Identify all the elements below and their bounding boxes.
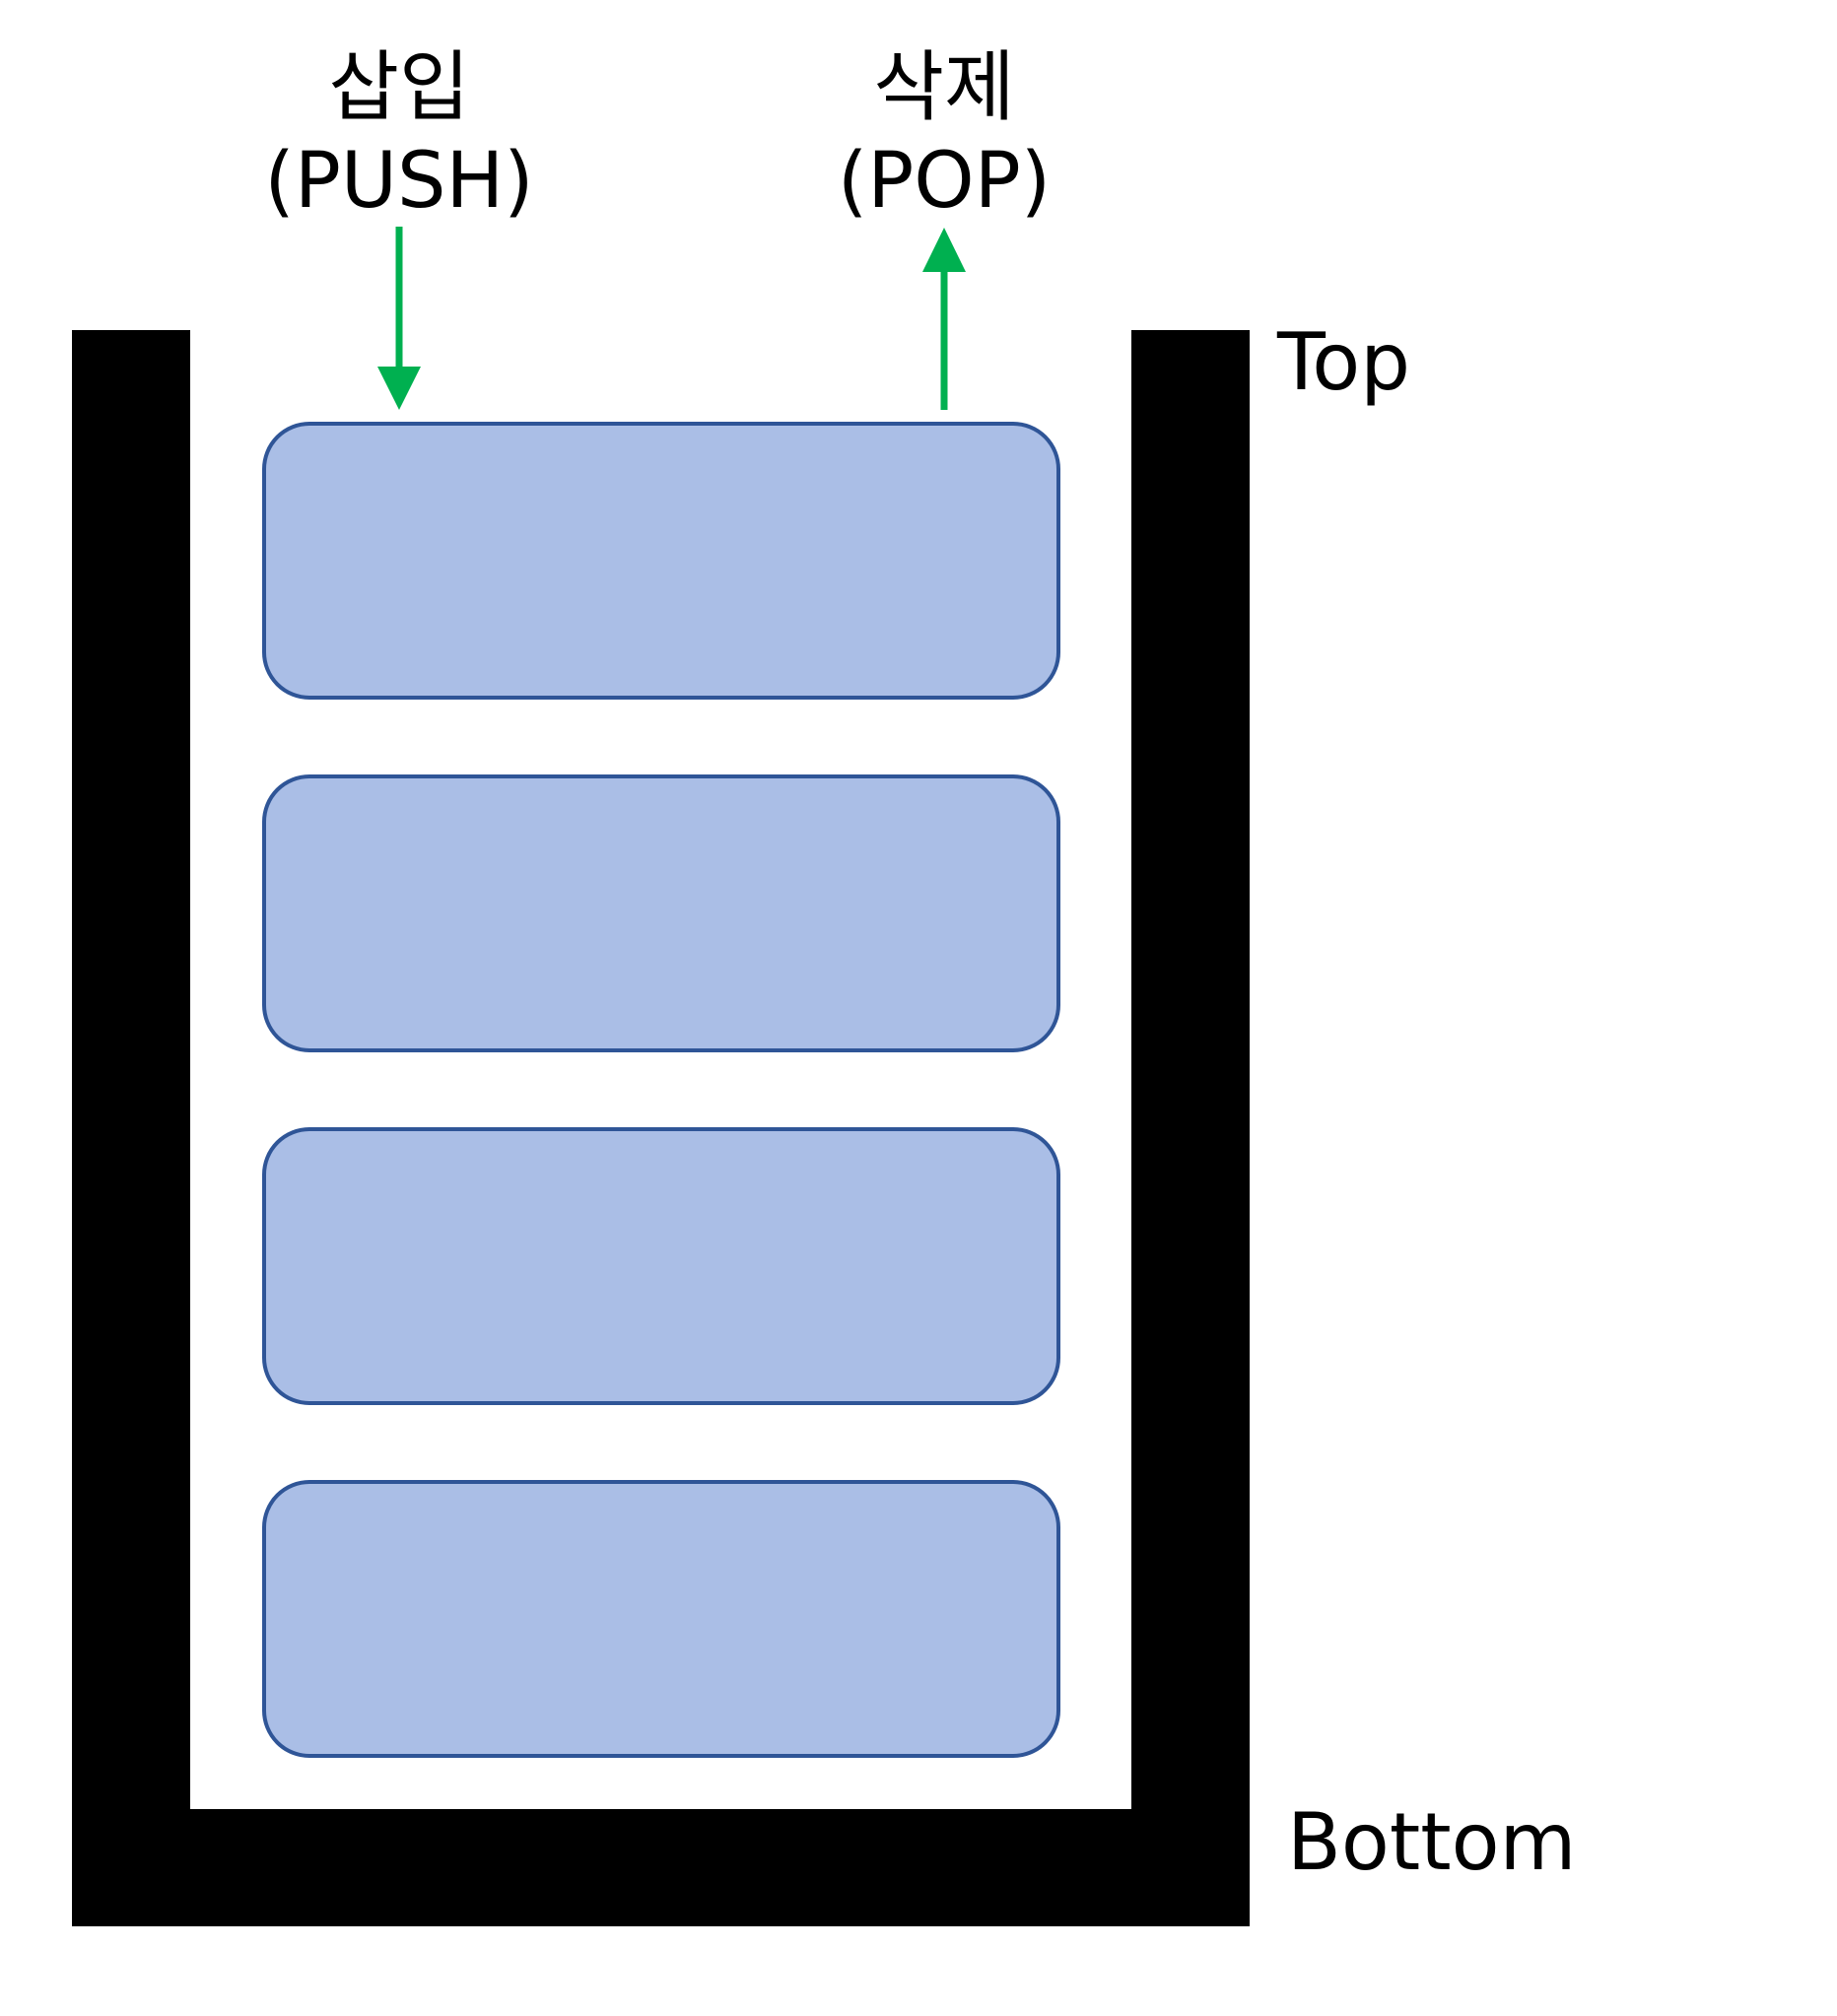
- container-right-wall: [1131, 330, 1250, 1926]
- push-label-english: (PUSH): [264, 137, 534, 226]
- top-marker-label: Top: [1277, 316, 1410, 408]
- stack-items: [262, 422, 1060, 1758]
- push-label: 삽입 (PUSH): [222, 41, 577, 229]
- pop-label-korean: 삭제: [873, 43, 1015, 132]
- stack-item-3: [262, 1127, 1060, 1405]
- container-floor: [72, 1809, 1250, 1926]
- pop-arrow-icon: [922, 228, 966, 410]
- pop-label-english: (POP): [837, 137, 1052, 226]
- stack-item-1: [262, 422, 1060, 700]
- push-arrow-icon: [377, 227, 421, 410]
- push-label-korean: 삽입: [328, 43, 470, 132]
- container-left-wall: [72, 330, 190, 1926]
- bottom-marker-label: Bottom: [1287, 1796, 1577, 1888]
- stack-item-2: [262, 774, 1060, 1052]
- pop-label: 삭제 (POP): [767, 41, 1122, 229]
- stack-item-4: [262, 1480, 1060, 1758]
